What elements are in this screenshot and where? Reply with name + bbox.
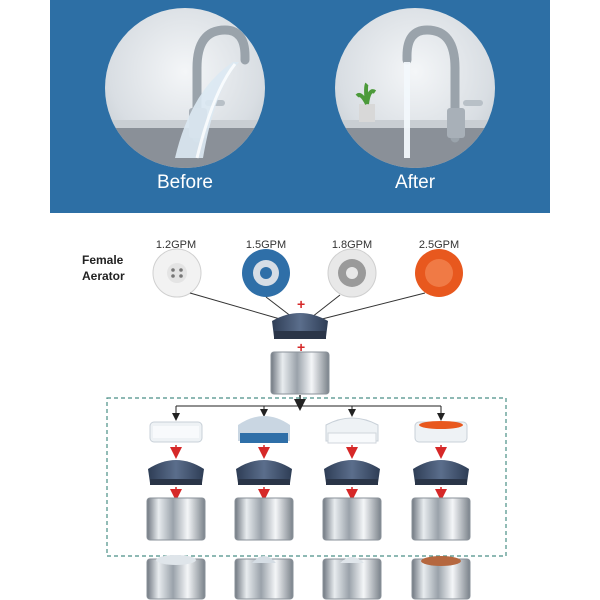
aerator-disc-2 [242,249,290,297]
central-aerator-cap [272,313,328,339]
gpm-label-4: 2.5GPM [418,239,460,251]
gpm-label-2: 1.5GPM [245,239,287,251]
gpm-label-1: 1.2GPM [155,239,197,251]
aerator-assembly-diagram: Female Aerator 1.2GPM 1.5GPM 1.8GPM 2.5G… [0,213,600,600]
plus-sign-1: + [297,296,305,312]
gpm-label-3: 1.8GPM [331,239,373,251]
before-label: Before [157,172,213,193]
options-dashed-box [106,397,507,557]
plus-sign-2: + [297,339,305,355]
after-label: After [394,172,436,193]
female-aerator-label: Female Aerator [82,253,125,283]
aerator-disc-1 [152,248,202,298]
aerator-disc-3 [327,248,377,298]
assembly-column-3 [322,417,382,600]
assembly-column-4 [411,421,471,600]
before-faucet-photo [105,8,265,168]
assembly-column-2 [234,416,294,600]
before-after-banner: Before After [50,0,550,213]
central-chrome-housing [270,351,330,395]
assembly-column-1 [146,421,206,600]
aerator-disc-4 [415,249,463,297]
after-faucet-photo [335,8,495,168]
